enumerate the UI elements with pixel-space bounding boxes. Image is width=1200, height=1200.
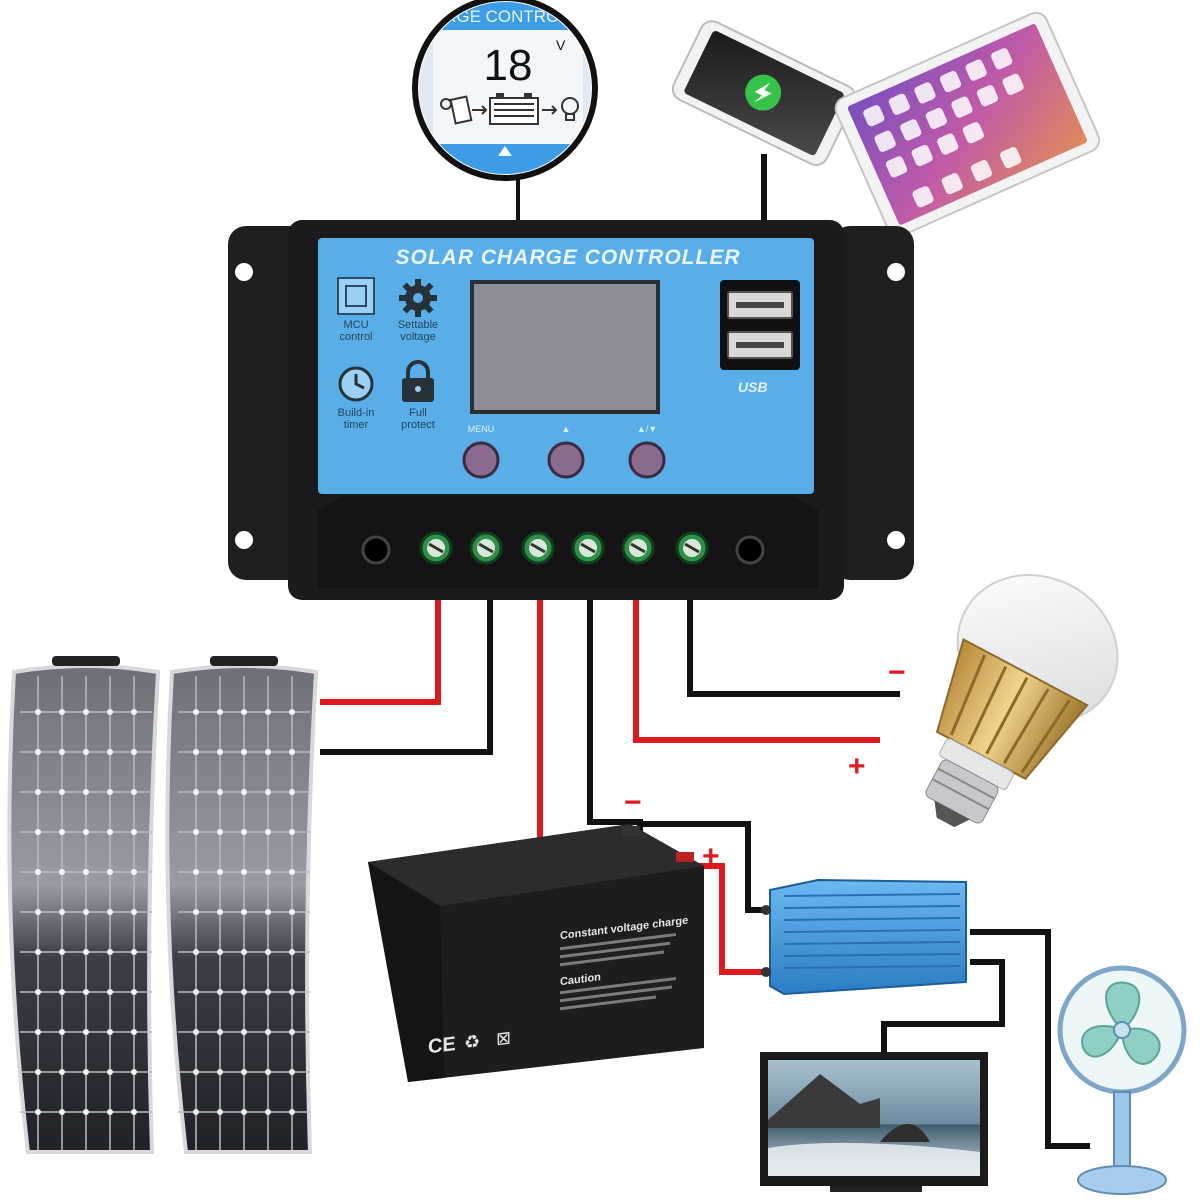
lcd-screen: [470, 280, 660, 414]
battery: Constant voltage charge Caution CE ♻ ⊠: [368, 824, 704, 1082]
led-bulb: [925, 574, 1119, 828]
television: [760, 1052, 988, 1192]
solar-panel: [7, 656, 161, 1154]
panel-positive-wire: [320, 600, 441, 705]
usb-ports: USB: [720, 280, 800, 395]
battery-mark-bin: ⊠: [496, 1027, 511, 1049]
usb-devices: [671, 11, 1101, 237]
solar-panels: [7, 656, 319, 1154]
terminal-strip: [318, 496, 818, 588]
feature-label: timer: [344, 419, 369, 431]
gear-icon: [399, 279, 437, 317]
load-negative-sign: −: [888, 656, 906, 689]
polarity-labels: − + − +: [624, 656, 906, 873]
magnifier-header: CHARGE CONTROLLER: [408, 7, 602, 26]
tablet: [834, 11, 1101, 237]
terminal-screw[interactable]: [621, 531, 655, 565]
lcd-magnifier: CHARGE CONTROLLER 18 V: [408, 0, 602, 181]
fan-wire: [970, 929, 1090, 1149]
battery-negative-sign: −: [624, 786, 642, 819]
wiring: [320, 154, 1090, 1149]
button-label-updown: ▲/▼: [637, 424, 657, 434]
controller-title: SOLAR CHARGE CONTROLLER: [396, 246, 741, 269]
terminal-screw[interactable]: [571, 531, 605, 565]
inverter-positive-wire: [690, 863, 770, 975]
mount-hole: [235, 263, 253, 281]
usb-label: USB: [738, 379, 768, 395]
terminal-screw[interactable]: [675, 531, 709, 565]
junction-box: [210, 656, 278, 666]
lock-icon: [402, 360, 434, 402]
button-label-menu: MENU: [468, 424, 495, 434]
magnifier-voltage: 18: [484, 41, 533, 90]
clock-icon: [338, 366, 374, 402]
tv-wire: [881, 959, 1005, 1054]
feature-label: Build-in: [338, 407, 375, 419]
battery-positive-sign: +: [702, 840, 720, 873]
sun-panel-icon: [440, 95, 473, 125]
inverter: [761, 878, 967, 996]
chip-icon: [337, 277, 375, 315]
magnifier-unit: V: [556, 37, 566, 53]
feature-label: protect: [401, 419, 435, 431]
battery-caution: Caution: [560, 971, 601, 988]
electric-fan: [1057, 965, 1187, 1195]
terminal-screw[interactable]: [419, 531, 453, 565]
junction-box: [52, 656, 120, 666]
solar-panel: [165, 656, 319, 1154]
up-button[interactable]: [547, 441, 585, 479]
terminal-cover-screw: [735, 535, 765, 565]
battery-icon: [489, 93, 539, 125]
battery-terminal-positive: [676, 852, 694, 862]
load-negative-wire: [687, 600, 900, 697]
feature-label: Full: [409, 407, 427, 419]
mount-hole: [235, 531, 253, 549]
feature-label: MCU: [343, 319, 368, 331]
mount-hole: [887, 263, 905, 281]
battery-mark-recycle: ♻: [464, 1031, 480, 1053]
feature-label: voltage: [400, 331, 435, 343]
load-positive-sign: +: [848, 750, 866, 783]
button-label-up: ▲: [562, 424, 571, 434]
terminal-screw[interactable]: [521, 531, 555, 565]
battery-terminal-negative: [622, 826, 640, 836]
control-buttons: MENU ▲ ▲/▼: [462, 424, 666, 479]
terminal-screw[interactable]: [469, 531, 503, 565]
battery-mark-ce: CE: [428, 1033, 456, 1058]
feature-label: Settable: [398, 319, 438, 331]
mount-hole: [887, 531, 905, 549]
load-positive-wire: [633, 600, 880, 743]
terminal-cover-screw: [361, 535, 391, 565]
smartphone: [671, 20, 857, 166]
up-down-button[interactable]: [628, 441, 666, 479]
feature-label: control: [339, 331, 372, 343]
bulb-icon: [561, 97, 579, 121]
panel-negative-wire: [320, 600, 493, 755]
menu-button[interactable]: [462, 441, 500, 479]
